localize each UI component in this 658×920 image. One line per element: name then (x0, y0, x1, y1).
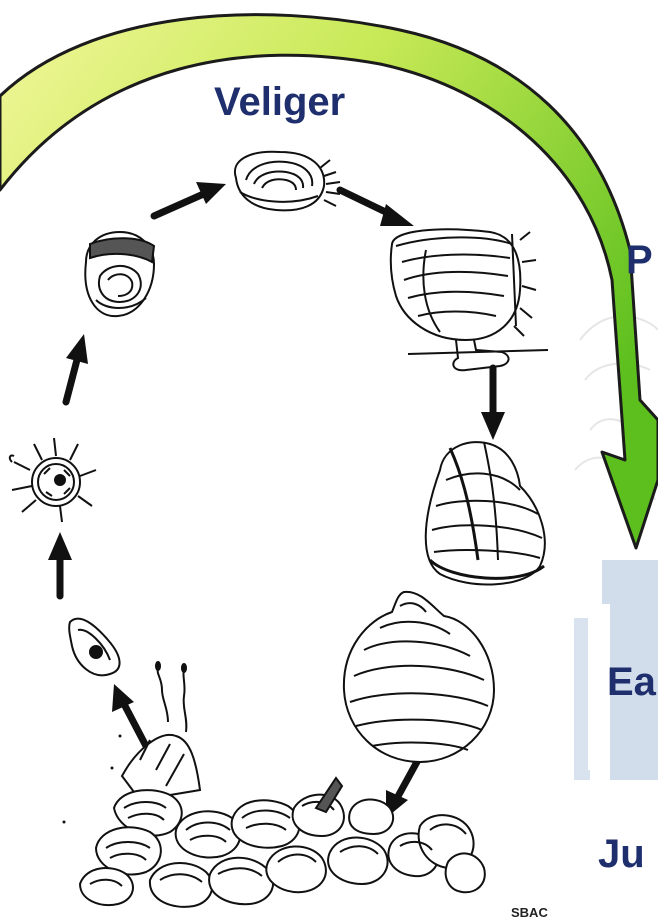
stage-label-ju: Ju (598, 832, 645, 877)
scatter-dots (63, 735, 122, 824)
stage-label-ea: Ea (607, 660, 656, 705)
stage-label-veliger: Veliger (214, 80, 345, 125)
sperm-sketch (156, 662, 186, 732)
fertilized-egg-sketch (69, 619, 119, 676)
veliger-larva-sketch (235, 152, 340, 211)
arrow-to-egg (112, 684, 146, 746)
arrow-to-pediveliger (340, 190, 414, 226)
trochophore-sketch (10, 438, 96, 522)
arrow-to-spat (481, 368, 505, 440)
spat-sketch (426, 442, 545, 584)
early-larva-sketch (85, 232, 154, 316)
stage-label-p: P (626, 238, 653, 283)
juvenile-oyster-sketch (344, 592, 494, 762)
arrow-to-veliger (154, 182, 226, 216)
arrow-to-trochophore (48, 532, 72, 596)
pediveliger-sketch (391, 229, 548, 370)
arrow-to-early-larva (66, 334, 88, 402)
